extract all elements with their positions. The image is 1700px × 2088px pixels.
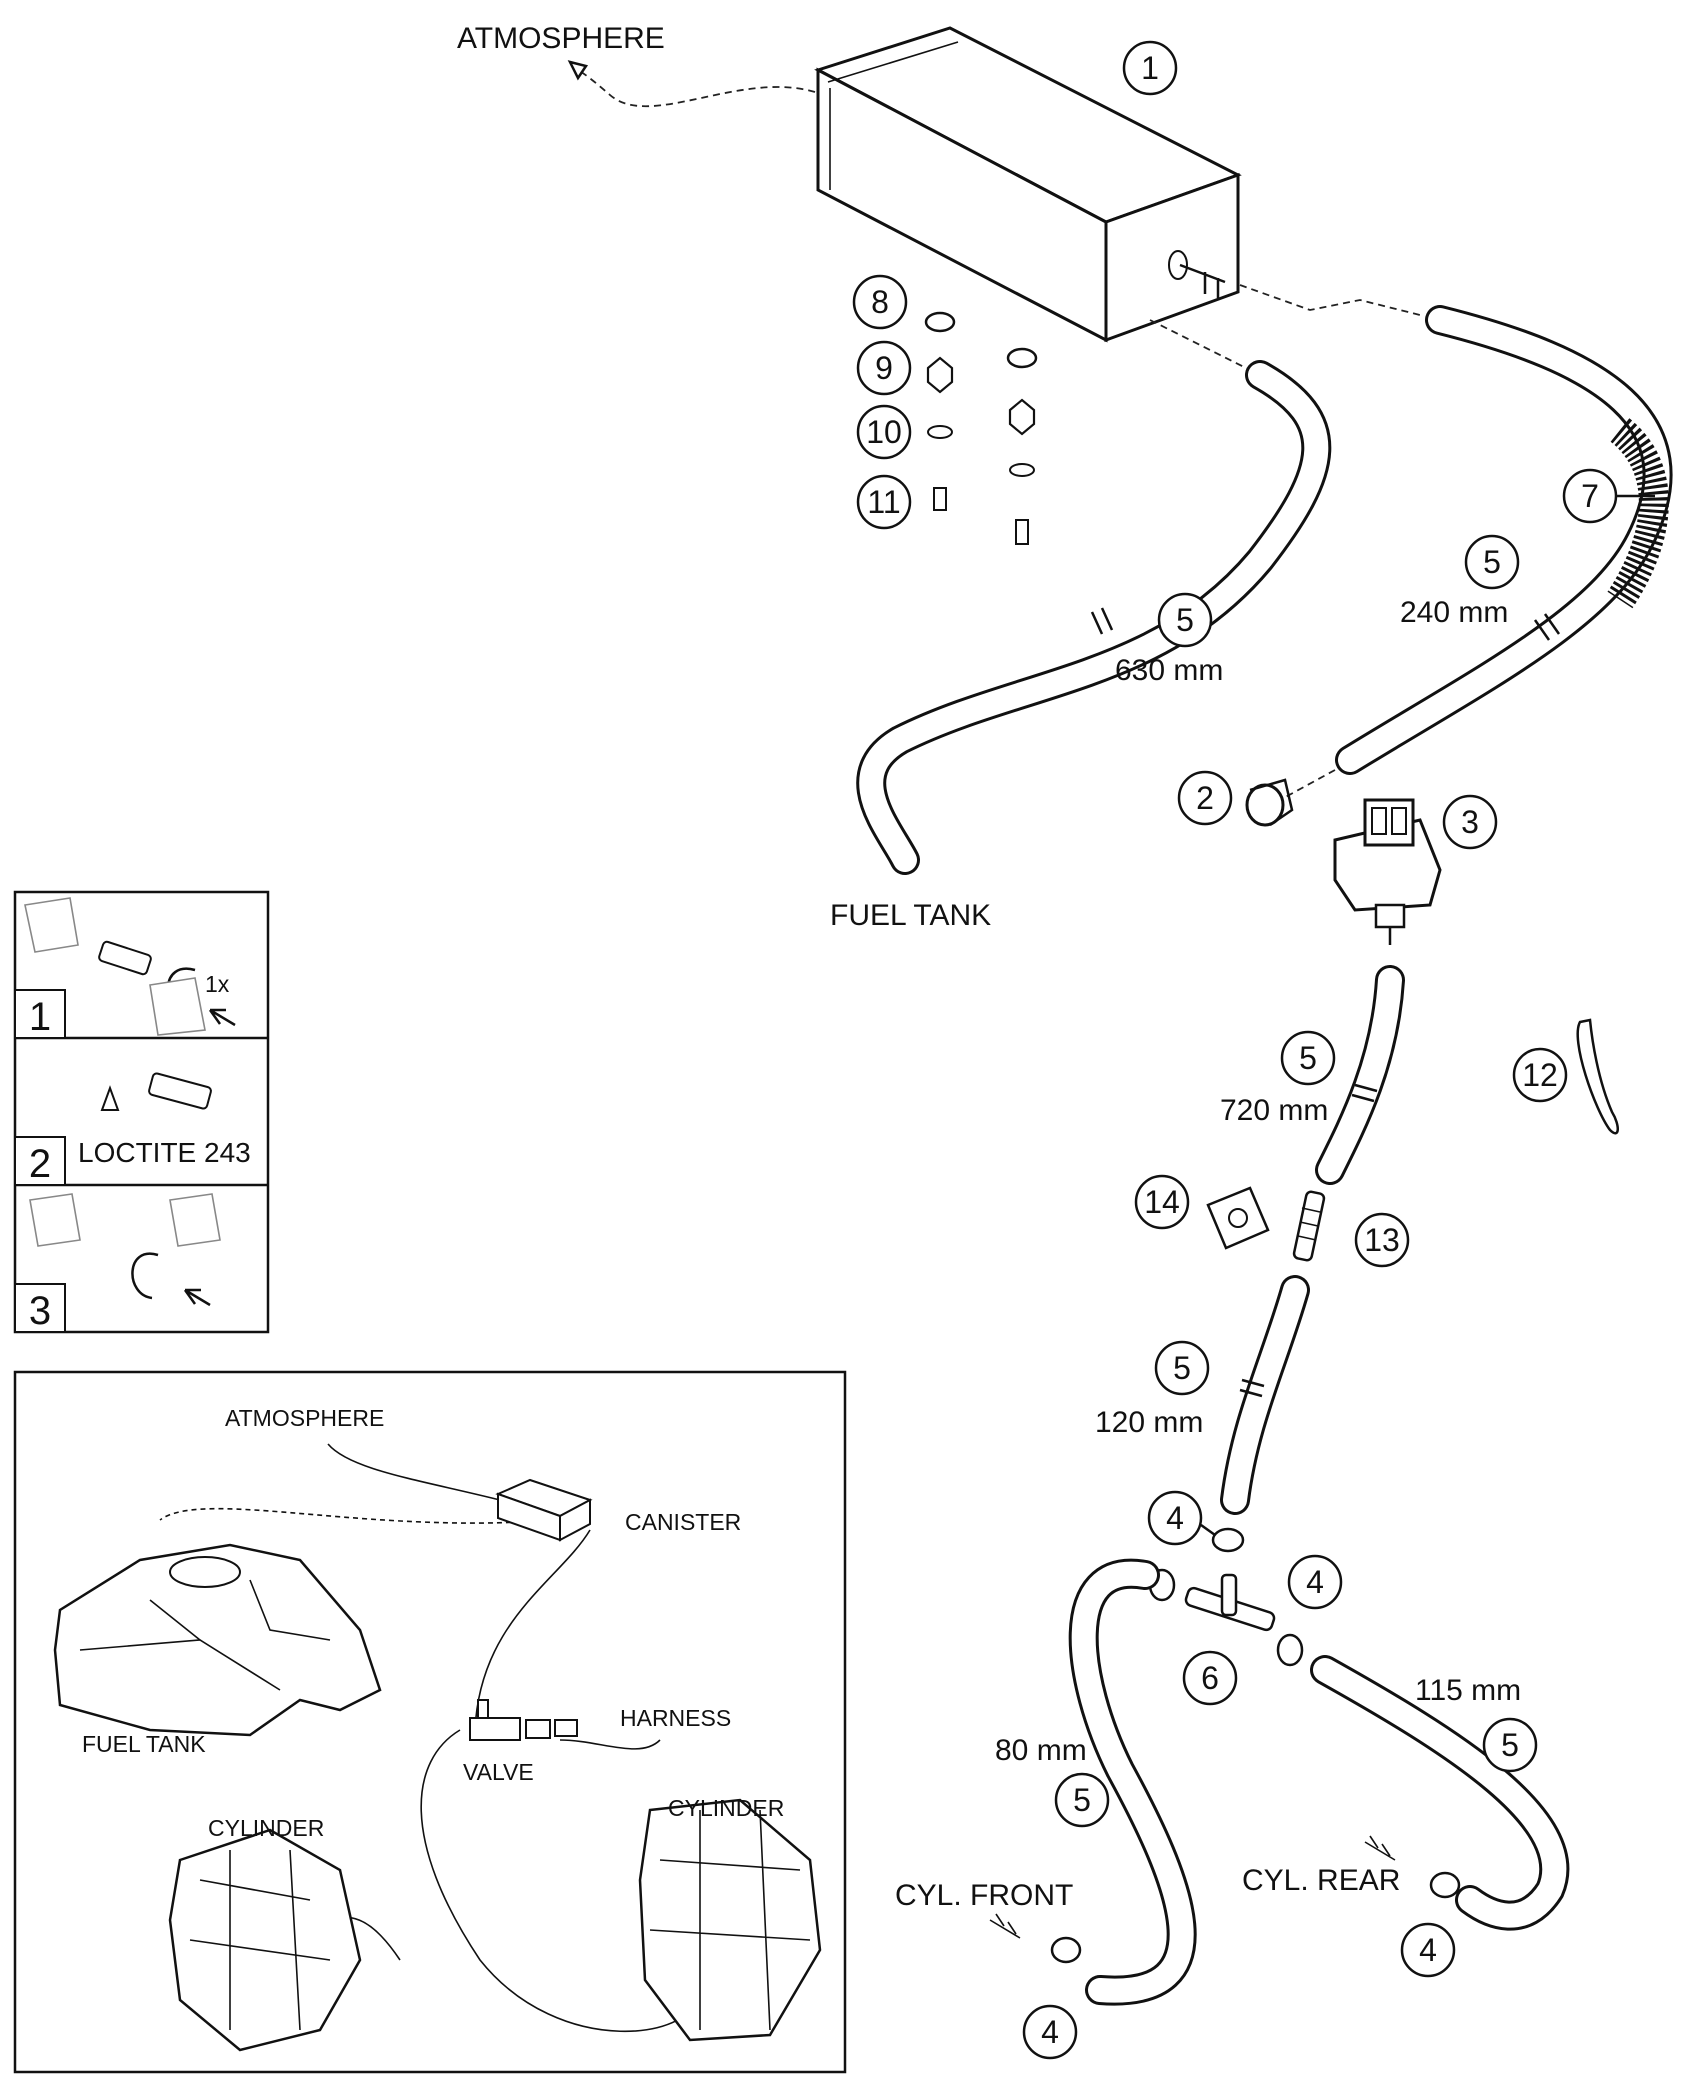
step-1-note: 1x (205, 971, 230, 997)
svg-text:5: 5 (1483, 544, 1501, 580)
step-2-number: 2 (29, 1142, 51, 1186)
hose-240mm (1239, 284, 1673, 801)
hose-720mm (1315, 965, 1405, 1185)
hose-240-length: 240 mm (1400, 596, 1508, 629)
svg-text:12: 12 (1522, 1057, 1558, 1093)
svg-text:5: 5 (1176, 602, 1194, 638)
svg-text:5: 5 (1073, 1782, 1091, 1818)
step-1-number: 1 (29, 995, 51, 1039)
callout-13: 13 (1354, 1212, 1410, 1268)
hose-80mm (1068, 1558, 1197, 2006)
hose-120mm (1220, 1275, 1310, 1515)
callout-2: 2 (1177, 770, 1233, 826)
callout-6: 6 (1182, 1650, 1238, 1706)
hose-630mm (856, 319, 1332, 875)
callout-3: 3 (1442, 794, 1498, 850)
inset-fuel-tank-label: FUEL TANK (82, 1731, 206, 1757)
atmosphere-label: ATMOSPHERE (457, 22, 665, 55)
svg-text:5: 5 (1501, 1727, 1519, 1763)
fuel-tank-label: FUEL TANK (830, 899, 991, 932)
t-piece (1184, 1573, 1276, 1632)
callout-4-rear: 4 (1400, 1922, 1456, 1978)
svg-text:11: 11 (867, 484, 900, 520)
callout-5-80: 5 (1054, 1772, 1110, 1828)
svg-text:14: 14 (1144, 1184, 1180, 1220)
svg-text:13: 13 (1364, 1222, 1400, 1258)
callout-8: 8 (852, 274, 908, 330)
svg-text:4: 4 (1041, 2014, 1059, 2050)
hose-120-length: 120 mm (1095, 1406, 1203, 1439)
inset-cylinder-left-label: CYLINDER (208, 1815, 324, 1841)
callout-1: 1 (1122, 40, 1178, 96)
svg-text:1: 1 (1141, 50, 1159, 86)
cyl-front-label: CYL. FRONT (895, 1879, 1073, 1912)
hose-80-length: 80 mm (995, 1734, 1087, 1767)
svg-text:4: 4 (1419, 1932, 1437, 1968)
mounting-hardware (924, 311, 1038, 545)
purge-valve (1333, 798, 1442, 945)
callout-4-top-leader (1200, 1523, 1216, 1537)
inset-cylinder-right-label: CYLINDER (668, 1795, 784, 1821)
callout-4-top: 4 (1147, 1490, 1203, 1546)
callout-11: 11 (856, 474, 912, 530)
svg-text:8: 8 (871, 284, 889, 320)
step-2-note: LOCTITE 243 (78, 1137, 251, 1168)
assembly-steps (13, 890, 270, 1334)
svg-text:3: 3 (1461, 804, 1479, 840)
callout-10: 10 (856, 404, 912, 460)
svg-text:5: 5 (1173, 1350, 1191, 1386)
svg-text:6: 6 (1201, 1660, 1219, 1696)
callout-14: 14 (1134, 1174, 1190, 1230)
svg-text:4: 4 (1306, 1564, 1324, 1600)
hose-clip (1206, 1186, 1270, 1250)
svg-text:2: 2 (1196, 780, 1214, 816)
svg-text:7: 7 (1581, 478, 1599, 514)
callout-5-720: 5 (1280, 1030, 1336, 1086)
callout-12: 12 (1512, 1047, 1568, 1103)
cyl-rear-label: CYL. REAR (1242, 1864, 1400, 1897)
system-overview-inset (13, 1370, 847, 2074)
hose-115-length: 115 mm (1415, 1674, 1521, 1707)
callout-7: 7 (1562, 468, 1618, 524)
callout-5-630: 5 (1157, 592, 1213, 648)
hose-joiner (1292, 1190, 1326, 1262)
inset-canister-label: CANISTER (625, 1509, 741, 1535)
canister (814, 26, 1242, 343)
hose-630-length: 630 mm (1115, 654, 1223, 687)
svg-text:4: 4 (1166, 1500, 1184, 1536)
callout-9: 9 (856, 340, 912, 396)
callout-5-240: 5 (1464, 534, 1520, 590)
svg-text:10: 10 (866, 414, 902, 450)
hose-720-length: 720 mm (1220, 1094, 1328, 1127)
callout-4-front: 4 (1022, 2004, 1078, 2060)
hose-115mm (1310, 1655, 1570, 1931)
step-3-number: 3 (29, 1289, 51, 1333)
svg-text:5: 5 (1299, 1040, 1317, 1076)
cylinder-nipples (989, 1835, 1396, 1939)
callout-5-120: 5 (1154, 1340, 1210, 1396)
svg-text:9: 9 (875, 350, 893, 386)
inset-atmosphere-label: ATMOSPHERE (225, 1405, 384, 1431)
inset-valve-label: VALVE (463, 1759, 534, 1785)
callout-5-115: 5 (1482, 1717, 1538, 1773)
atmosphere-vent-line (567, 60, 816, 108)
inset-harness-label: HARNESS (620, 1705, 731, 1731)
callout-4-right: 4 (1287, 1554, 1343, 1610)
hose-connector (1245, 778, 1294, 827)
cable-tie (1576, 1018, 1619, 1135)
